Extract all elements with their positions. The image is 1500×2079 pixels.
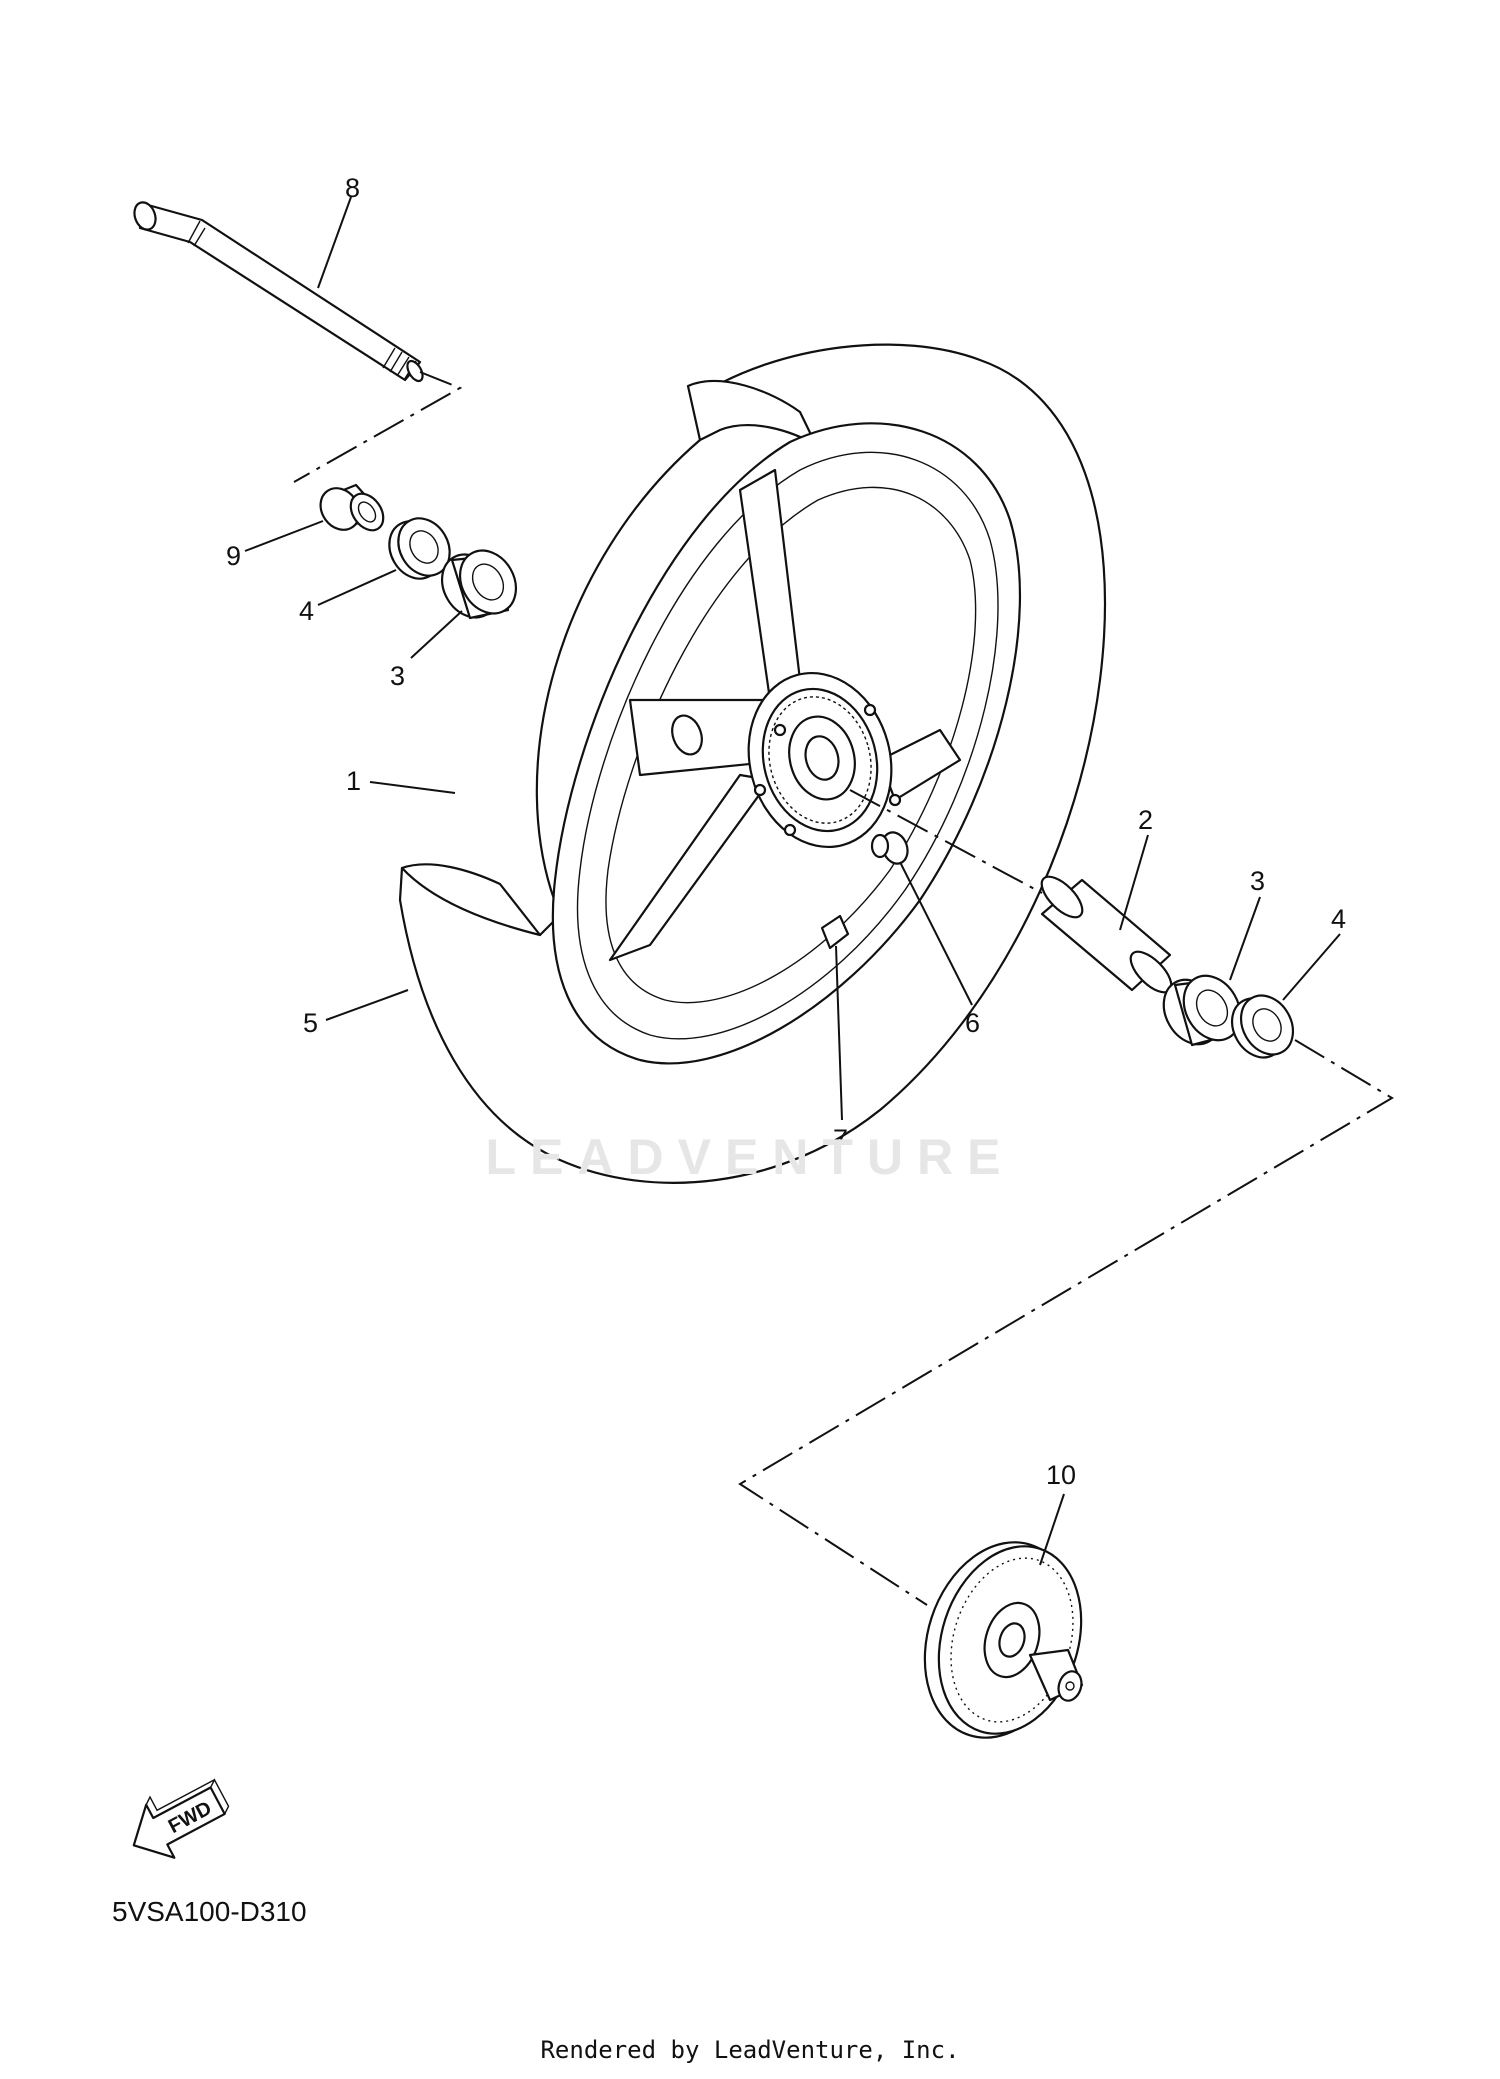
- part-3-bearing-left[interactable]: [431, 540, 527, 627]
- callout-6: 6: [965, 1008, 980, 1038]
- callout-labels: 8 9 4 3 1 5 2 3 4 6 7 10: [226, 173, 1346, 1490]
- callout-2: 2: [1138, 805, 1153, 835]
- watermark: LEADVENTURE: [485, 1129, 1015, 1185]
- part-4-oil-seal-right[interactable]: [1222, 986, 1304, 1067]
- fwd-arrow: FWD: [132, 1778, 230, 1859]
- callout-4-right: 4: [1331, 904, 1346, 934]
- part-2-spacer[interactable]: [1035, 870, 1178, 999]
- part-4-oil-seal-left[interactable]: [379, 509, 460, 588]
- part-9-collar[interactable]: [313, 481, 390, 538]
- callout-9: 9: [226, 541, 241, 571]
- assembly-line-left: [293, 371, 463, 483]
- part-8-axle[interactable]: [131, 199, 426, 383]
- part-7-balance-weight[interactable]: [820, 914, 850, 950]
- callout-7: 7: [833, 1124, 848, 1154]
- callout-5: 5: [303, 1008, 318, 1038]
- callout-10: 10: [1046, 1460, 1076, 1490]
- callout-8: 8: [345, 173, 360, 203]
- part-10-meter-gear-unit[interactable]: [901, 1523, 1105, 1758]
- assembly-line-hub: [849, 789, 1043, 894]
- callout-4-left: 4: [299, 596, 314, 626]
- part-1-front-wheel[interactable]: [551, 422, 1022, 1065]
- part-3-bearing-right[interactable]: [1152, 966, 1251, 1055]
- callout-3-left: 3: [390, 661, 405, 691]
- callout-1: 1: [346, 766, 361, 796]
- assembly-line-right: [738, 1039, 1394, 1606]
- footer-credit: Rendered by LeadVenture, Inc.: [540, 2036, 960, 2064]
- leader-lines: [244, 196, 1341, 1566]
- callout-3-right: 3: [1250, 866, 1265, 896]
- diagram-code: 5VSA100-D310: [112, 1896, 307, 1927]
